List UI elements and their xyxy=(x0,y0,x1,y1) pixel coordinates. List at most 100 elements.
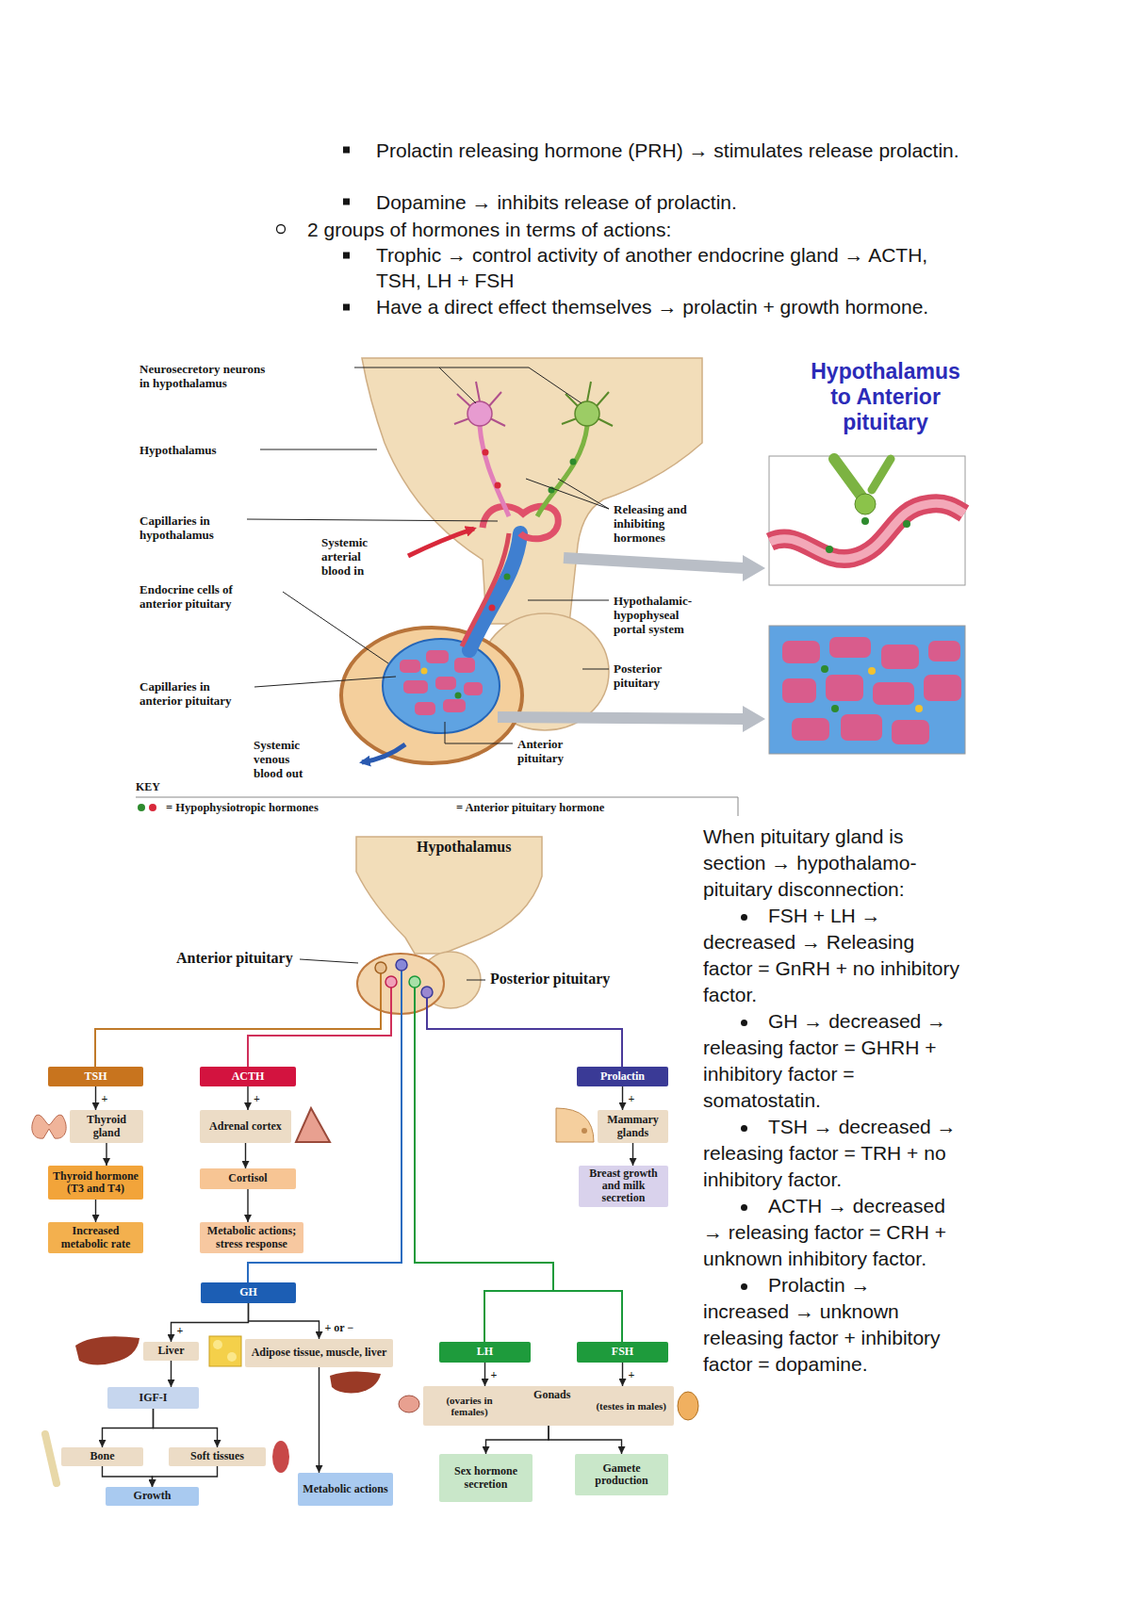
liver-icon xyxy=(75,1336,140,1365)
hormone-dot xyxy=(504,573,511,581)
connector-arrow xyxy=(105,1143,107,1166)
legend-entry: = Anterior pituitary hormone xyxy=(456,801,605,816)
leader-line xyxy=(582,669,609,671)
pituitary-cell xyxy=(421,986,433,999)
process-box: Breast growth and milk secretion xyxy=(578,1165,669,1208)
inset-cell xyxy=(825,674,864,702)
hormone-path xyxy=(95,973,381,1067)
hormone-dot xyxy=(902,520,911,528)
callout-label: Capillaries in anterior pituitary xyxy=(139,679,244,708)
node-text: TSH xyxy=(83,1070,107,1083)
node-text: Mammary glands xyxy=(601,1114,665,1139)
note-text: Dopamine → inhibits release of prolactin… xyxy=(376,189,961,215)
hormone-dot xyxy=(482,449,490,457)
leader-line xyxy=(260,449,377,451)
callout-label: Neurosecretory neurons in hypothalamus xyxy=(139,361,277,391)
bullet-square xyxy=(343,198,350,206)
inset-cell xyxy=(782,678,817,704)
hormone-dot xyxy=(494,482,502,490)
connector-arrow xyxy=(622,1362,623,1387)
process-box: ACTH xyxy=(199,1066,296,1087)
hormone-dot xyxy=(831,704,839,713)
bone-icon xyxy=(45,1434,57,1484)
bullet-dot xyxy=(740,1204,748,1212)
capillary-bed xyxy=(382,639,500,734)
hormone-path xyxy=(414,987,623,1343)
leader-line xyxy=(282,591,389,664)
connector-arrow xyxy=(152,1466,218,1488)
node-text: Thyroid hormone (T3 and T4) xyxy=(51,1170,140,1196)
leader-line xyxy=(466,980,486,982)
inset-cell xyxy=(928,640,961,662)
hormone-path xyxy=(426,998,623,1067)
note-item: Prolactin → increased → unknown releasin… xyxy=(703,1272,962,1378)
anterior-lobe xyxy=(341,627,523,764)
node-text: Sex hormone secretion xyxy=(442,1465,529,1491)
portal-vessel xyxy=(461,533,509,647)
process-box: Adipose tissue, muscle, liver xyxy=(245,1339,394,1368)
hormone-dot xyxy=(868,667,876,675)
mammary-icon xyxy=(556,1108,594,1143)
process-box: Increased metabolic rate xyxy=(48,1222,144,1254)
bullet-dot xyxy=(740,1125,748,1132)
node-text: Growth xyxy=(133,1490,172,1503)
node-text: Adipose tissue, muscle, liver xyxy=(251,1346,388,1360)
inset-cell xyxy=(782,640,820,664)
pituitary-cell xyxy=(385,976,397,988)
process-box: GH xyxy=(200,1282,296,1304)
connector-arrow xyxy=(486,1426,550,1455)
edge-sign: + xyxy=(490,1369,499,1382)
dendrites xyxy=(454,381,506,427)
connector-arrow xyxy=(171,1303,249,1343)
connector-arrow xyxy=(248,1303,320,1340)
legend-text: = Anterior pituitary hormone xyxy=(456,801,605,815)
bullet-square xyxy=(343,304,350,312)
leader-line xyxy=(299,959,359,964)
pituitary-cell xyxy=(375,962,387,974)
process-box: Bone xyxy=(61,1447,144,1467)
inset-cell xyxy=(791,718,830,741)
hormone-dot xyxy=(421,668,428,675)
neuron-body xyxy=(574,401,600,427)
note-item: TSH → decreased → releasing factor = TRH… xyxy=(703,1114,962,1194)
inset-cell xyxy=(891,720,930,745)
hormone-dot xyxy=(861,517,869,525)
hypothalamus-tissue xyxy=(361,358,703,624)
neuron-body xyxy=(467,401,492,427)
callout-label: Hypothalamic-hypophyseal portal system xyxy=(613,593,708,637)
leader-line xyxy=(525,478,609,509)
inset-axon xyxy=(871,458,891,491)
node-text: Bone xyxy=(89,1450,115,1463)
note-item: FSH + LH → decreased → Releasing factor … xyxy=(703,902,962,1009)
ovary-icon xyxy=(398,1395,420,1413)
callout-label: Hypothalamus xyxy=(139,442,217,458)
endocrine-cell xyxy=(414,702,436,716)
node-text: IGF-I xyxy=(139,1392,168,1405)
edge-sign: + xyxy=(176,1325,185,1338)
callout-label: Endocrine cells of anterior pituitary xyxy=(139,582,263,611)
process-box: Cortisol xyxy=(199,1168,296,1190)
callout-label: Releasing and inhibiting hormones xyxy=(613,502,701,545)
process-box: Adrenal cortex xyxy=(199,1110,292,1144)
inset-axon xyxy=(834,458,863,498)
connector-group xyxy=(96,1086,634,1488)
note-item: GH → decreased → releasing factor = GHRH… xyxy=(703,1008,962,1115)
edge-sign: + or − xyxy=(324,1322,356,1335)
connector-arrow xyxy=(95,1086,97,1111)
note-text: Prolactin releasing hormone (PRH) → stim… xyxy=(376,137,961,164)
notes-column: When pituitary gland is section → hypoth… xyxy=(703,823,962,1378)
zoom-arrow xyxy=(563,557,745,569)
hormone-dot xyxy=(455,692,462,700)
process-box: Prolactin xyxy=(576,1066,669,1087)
venous-arrow xyxy=(361,744,406,763)
edge-sign: + xyxy=(100,1093,110,1106)
node-text: LH xyxy=(476,1345,493,1359)
diagram-title: Hypothalamus to Anterior pituitary xyxy=(803,359,968,436)
inset-frame xyxy=(769,456,966,586)
hormone-dot xyxy=(489,605,496,612)
zoom-arrowhead xyxy=(742,555,766,582)
portal-vessel xyxy=(469,533,521,651)
connector-arrow xyxy=(95,1199,97,1223)
connector-arrow xyxy=(484,1362,486,1387)
